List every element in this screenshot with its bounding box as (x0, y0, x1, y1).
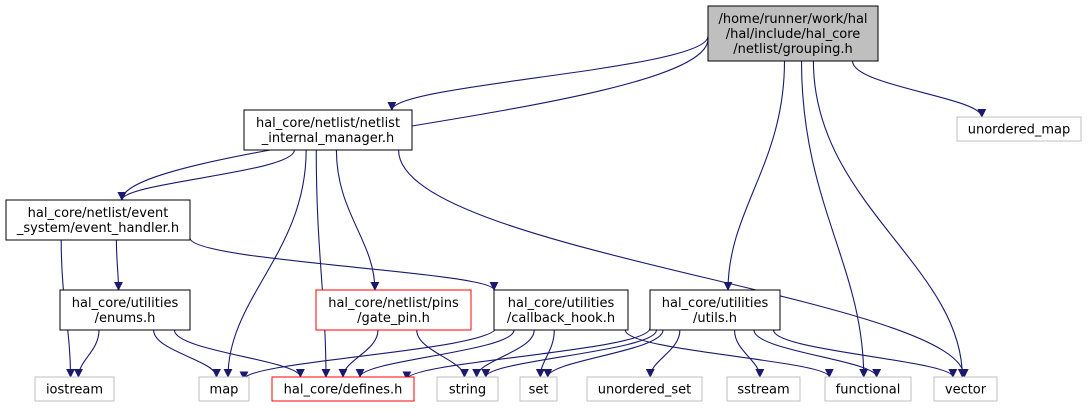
node-label-line: iostream (46, 383, 103, 398)
edge-utils-to-unordered_set (645, 329, 681, 378)
edge-utils-to-vector (772, 329, 958, 378)
edge-enums-to-iostream (73, 329, 100, 378)
node-label-line: /enums.h (95, 311, 156, 326)
edge-callback_hook-to-functional (624, 329, 834, 378)
edge-utils-to-string (481, 329, 658, 378)
edge-callback_hook-to-set (535, 329, 555, 378)
node-box (198, 376, 250, 402)
node-vector[interactable]: vector (933, 376, 998, 402)
node-utils[interactable]: hal_core/utilities/utils.h (649, 289, 781, 331)
node-map[interactable]: map (198, 376, 250, 402)
edge-gate_pin-to-defines (338, 329, 379, 378)
node-label-line: functional (836, 383, 901, 398)
edge-grouping-to-functional (800, 60, 869, 378)
edge-grouping-to-event_handler (117, 38, 709, 201)
node-label-line: /gate_pin.h (357, 311, 430, 326)
node-box (34, 376, 115, 402)
node-label-line: hal_core/utilities (662, 296, 769, 311)
node-box (707, 5, 879, 62)
edge-utils-to-set (543, 329, 664, 378)
edge-utils-to-functional (753, 329, 882, 378)
dependency-nodes: /home/runner/work/hal/hal/include/hal_co… (5, 5, 1082, 402)
node-string[interactable]: string (436, 376, 499, 402)
node-label-line: vector (945, 383, 987, 398)
node-box (519, 376, 558, 402)
edge-netlist_mgr-to-vector (398, 149, 969, 378)
node-unordered-set[interactable]: unordered_set (586, 376, 703, 402)
edge-enums-to-defines (173, 329, 305, 378)
node-sstream[interactable]: sstream (726, 376, 801, 402)
node-callback-hook[interactable]: hal_core/utilities/callback_hook.h (493, 289, 629, 331)
edge-netlist_mgr-to-defines (315, 149, 331, 378)
node-functional[interactable]: functional (824, 376, 912, 402)
node-gate-pin[interactable]: hal_core/netlist/pins/gate_pin.h (315, 289, 472, 331)
node-box (243, 109, 413, 151)
edge-gate_pin-to-string (416, 329, 469, 378)
node-box (649, 289, 781, 331)
edge-callback_hook-to-string (472, 329, 535, 378)
node-unordered-map[interactable]: unordered_map (956, 116, 1082, 142)
node-event-handler[interactable]: hal_core/netlist/event_system/event_hand… (5, 199, 191, 241)
edge-callback_hook-to-defines (355, 329, 515, 378)
edge-callback_hook-to-map (239, 326, 498, 381)
edge-grouping-to-unordered_map (851, 60, 987, 118)
node-label-line: map (210, 383, 239, 398)
node-grouping[interactable]: /home/runner/work/hal/hal/include/hal_co… (707, 5, 879, 62)
node-label-line: /home/runner/work/hal (718, 12, 867, 27)
node-label-line: hal_core/utilities (72, 296, 179, 311)
edge-netlist_mgr-to-gate_pin (335, 149, 380, 291)
node-box (956, 116, 1082, 142)
node-box (933, 376, 998, 402)
node-label-line: sstream (737, 383, 789, 398)
node-box (493, 289, 629, 331)
node-box (436, 376, 499, 402)
node-label-line: /netlist/grouping.h (733, 42, 852, 57)
node-box (5, 199, 191, 241)
node-label-line: unordered_set (598, 383, 691, 398)
edge-grouping-to-netlist_mgr (387, 36, 709, 111)
node-enums[interactable]: hal_core/utilities/enums.h (59, 289, 191, 331)
node-label-line: _internal_manager.h (261, 131, 395, 146)
node-label-line: hal_core/netlist/pins (328, 296, 459, 311)
node-label-line: hal_core/utilities (508, 296, 615, 311)
node-label-line: hal_core/netlist/netlist (256, 116, 400, 131)
edge-event_handler-to-callback_hook (189, 237, 499, 291)
node-defines[interactable]: hal_core/defines.h (271, 376, 415, 402)
edge-netlist_mgr-to-event_handler (117, 149, 295, 201)
node-label-line: hal_core/netlist/event (28, 206, 169, 221)
edge-enums-to-map (153, 329, 221, 378)
node-box (59, 289, 191, 331)
edge-event_handler-to-enums (113, 239, 123, 291)
node-label-line: hal_core/defines.h (284, 383, 403, 398)
node-label-line: set (529, 383, 549, 398)
node-label-line: /utils.h (693, 311, 737, 326)
node-box (726, 376, 801, 402)
edge-utils-to-defines (402, 327, 651, 381)
node-box (824, 376, 912, 402)
node-box (315, 289, 472, 331)
node-label-line: /hal/include/hal_core (726, 27, 861, 42)
dependency-edges (60, 36, 987, 381)
node-box (271, 376, 415, 402)
node-iostream[interactable]: iostream (34, 376, 115, 402)
node-label-line: _system/event_handler.h (16, 221, 179, 236)
node-label-line: /callback_hook.h (507, 311, 615, 326)
node-set[interactable]: set (519, 376, 558, 402)
node-box (586, 376, 703, 402)
node-label-line: unordered_map (968, 123, 1071, 138)
edge-grouping-to-vector (812, 60, 967, 378)
node-label-line: string (449, 383, 486, 398)
edge-utils-to-sstream (733, 329, 765, 378)
node-netlist-mgr[interactable]: hal_core/netlist/netlist_internal_manage… (243, 109, 413, 151)
edge-grouping-to-utils (723, 60, 786, 291)
edge-netlist_mgr-to-map (223, 149, 307, 378)
